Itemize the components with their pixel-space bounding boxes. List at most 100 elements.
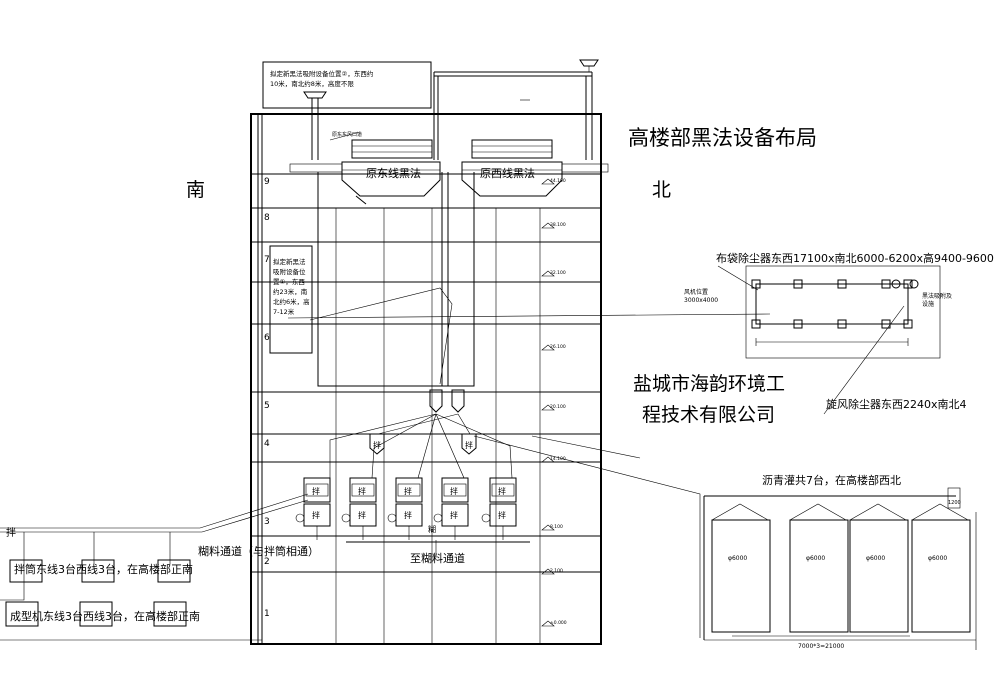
side-note-line: 约23米，南 — [273, 287, 308, 296]
floor-number: 8 — [264, 213, 270, 223]
elevation-label: 2.100 — [550, 568, 563, 574]
former-label: 拌 — [450, 510, 458, 520]
filter-post — [903, 319, 913, 329]
floor-number: 4 — [264, 439, 270, 449]
former-label: 拌 — [498, 510, 506, 520]
inlet-circle — [909, 279, 919, 289]
filter-post — [751, 319, 761, 329]
drawing-title: 高楼部黑法设备布局 — [628, 126, 817, 150]
tank-label: φ6000 — [728, 555, 747, 562]
inlet-label-2: 设施 — [922, 300, 934, 308]
side-note-line: 吸附设备位 — [273, 267, 306, 276]
mixer-body — [395, 477, 423, 503]
mixing-passage-label: 糊料通道（与拌筒相通） — [198, 544, 319, 558]
floor-number: 6 — [264, 333, 270, 343]
small-label-a: 拌 — [373, 440, 381, 450]
fan-label-1: 风机位置 — [684, 288, 708, 296]
mixer-body — [303, 477, 331, 503]
former-motor — [481, 513, 491, 523]
elevation-marker — [541, 456, 555, 463]
mixer-label: 拌 — [450, 486, 458, 496]
tank-label: φ6000 — [928, 555, 947, 562]
mixer-body — [489, 477, 517, 503]
top-note-line-1: 拟定新黑法吸附设备位置②，东西约 — [270, 69, 373, 78]
former-label: 拌 — [404, 510, 412, 520]
south-label: 南 — [186, 179, 205, 201]
former-motor — [433, 513, 443, 523]
elevation-marker — [541, 222, 555, 229]
elevation-marker — [541, 178, 555, 185]
mixer-body — [441, 477, 469, 503]
former-motor — [387, 513, 397, 523]
west-line-unit: 原西线黑法 — [461, 139, 609, 197]
asphalt-tank — [789, 519, 849, 633]
elevation-label: ±0.000 — [550, 620, 567, 626]
elevation-marker — [541, 344, 555, 351]
asphalt-text: 沥青灌共7台，在高楼部西北 — [762, 473, 901, 487]
inlet-label-1: 黑法吸附及 — [922, 292, 952, 300]
floor-number: 7 — [264, 255, 270, 265]
mixer-label: 拌 — [404, 486, 412, 496]
inlet-circle — [891, 279, 901, 289]
former-label: 拌 — [312, 510, 320, 520]
left-mixer-mark: 拌 — [6, 526, 16, 539]
mixer-label: 拌 — [358, 486, 366, 496]
floor-number: 9 — [264, 177, 270, 187]
left-former-text: 成型机东线3台西线3台，在高楼部正南 — [10, 609, 200, 623]
company-line-1: 盐城市海韵环境工 — [633, 373, 785, 395]
floor-number: 1 — [264, 609, 270, 619]
company-line-2: 程技术有限公司 — [642, 404, 775, 426]
tank-roof — [849, 503, 907, 521]
mixer-drum — [491, 483, 515, 497]
asphalt-tank — [911, 519, 971, 633]
top-note-line-2: 10米，南北约8米，高度不限 — [270, 79, 354, 88]
elevation-label: 14.100 — [550, 456, 566, 462]
tank-label: φ6000 — [866, 555, 885, 562]
paste-small-mark: 糊 — [428, 524, 436, 534]
left-mixer-text: 拌筒东线3台西线3台，在高楼部正南 — [14, 562, 193, 576]
top-note-box — [262, 61, 432, 109]
elevation-label: 32.100 — [550, 270, 566, 276]
elevation-marker — [541, 620, 555, 627]
side-note-line: 北约6米，高 — [273, 297, 310, 306]
east-line-unit: 原东线黑法 — [289, 139, 441, 205]
mixer-drum — [443, 483, 467, 497]
tank-roof — [911, 503, 969, 521]
roof-ductwork: 原东东风口道 — [303, 59, 599, 160]
elevation-marker — [541, 568, 555, 575]
internal-ducts — [309, 172, 475, 413]
filter-post — [903, 279, 913, 289]
side-note-line: 置①，东西 — [273, 277, 305, 286]
tank-roof — [789, 503, 847, 521]
elevation-marker — [541, 270, 555, 277]
tank-label: φ6000 — [806, 555, 825, 562]
elevation-label: 44.100 — [550, 178, 566, 184]
filter-post — [837, 279, 847, 289]
filter-post — [793, 319, 803, 329]
floor-number: 2 — [264, 557, 270, 567]
filter-post — [793, 279, 803, 289]
former-motor — [295, 513, 305, 523]
bag-filter-plan: 布袋除尘器东西17100x南北6000-6200x高9400-9600 风机位置… — [287, 251, 994, 359]
elevation-label: 26.100 — [550, 344, 566, 350]
side-note-box — [269, 245, 313, 354]
fan-label-2: 3000x4000 — [684, 297, 718, 304]
west-line-label: 原西线黑法 — [480, 166, 535, 180]
mixer-body — [349, 477, 377, 503]
elevation-label: 8.100 — [550, 524, 563, 530]
elevation-marker — [541, 524, 555, 531]
elevation-label: 20.100 — [550, 404, 566, 410]
former-motor — [341, 513, 351, 523]
machine-feed-lines: 拌 拌 糊料通道（与拌筒相通） 至糊料通道 糊 — [198, 413, 530, 565]
mixer-drum — [397, 483, 421, 497]
mixer-label: 拌 — [498, 486, 506, 496]
bag-filter-text: 布袋除尘器东西17100x南北6000-6200x高9400-9600 — [716, 251, 994, 265]
cyclone: 旋风除尘器东西2240x南北4 — [823, 305, 967, 415]
filter-post — [751, 279, 761, 289]
asphalt-dimension: 7000*3=21000 — [798, 643, 844, 650]
